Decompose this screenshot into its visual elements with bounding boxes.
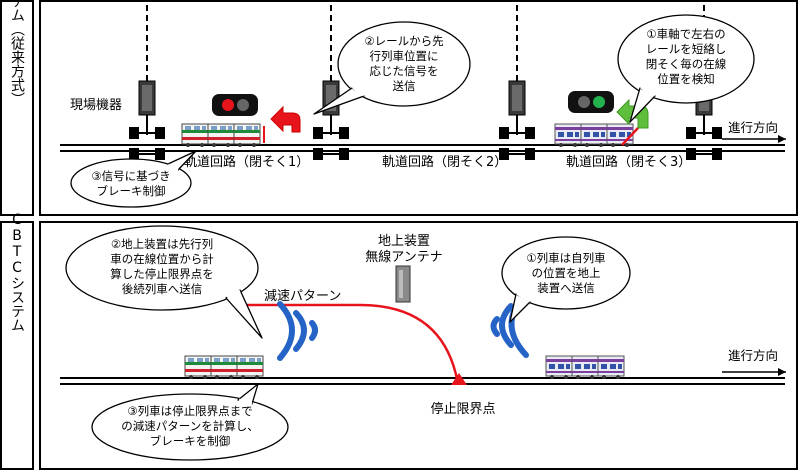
antenna-label: 無線アンテナ (365, 249, 442, 265)
cbtc-bubble-3-line-2: の減速パターンを計算し、 (121, 419, 258, 433)
signal-lamp-red (222, 99, 234, 111)
atc-bubble-3: ③信号に基づき ブレーキ制御 (70, 150, 197, 208)
cbtc-front-train (545, 355, 625, 380)
ground-device-label: 地上装置 (378, 234, 430, 249)
cbtc-bubble-2: ②地上装置は先行列 車の在線位置から計 算した停止限界点を 後続列車へ送信 (65, 225, 263, 339)
cbtc-bubble-1-line-2: の位置を地上 (532, 266, 601, 280)
cbtc-bubble-1: ①列車は自列車 の位置を地上 装置へ送信 (501, 236, 631, 323)
track-circuit-1: 軌道回路（閉そく1） (184, 154, 309, 170)
deceleration-pattern-curve (245, 303, 460, 385)
atc-bubble-1-line-1: ①車軸で左右の (646, 27, 725, 41)
atc-bubble-2-line-2: 行列車位置に (370, 49, 439, 63)
atc-bubble-1-line-4: 位置を検知 (657, 72, 715, 86)
atc-bubble-3-line-2: ブレーキ制御 (97, 184, 166, 198)
cbtc-bubble-3-line-1: ③列車は停止限界点まで (127, 404, 252, 418)
stop-point-label: 停止限界点 (430, 401, 495, 417)
red-signal-indicator (212, 94, 258, 116)
cbtc-rear-train (184, 355, 264, 380)
radio-waves-left-icon (277, 301, 318, 361)
cbtc-direction-label: 進行方向 (728, 348, 778, 363)
atc-bubble-2-line-1: ②レールから先 (364, 34, 443, 48)
track-circuit-3: 軌道回路（閉そく3） (566, 154, 691, 170)
atc-bubble-2: ②レールから先 行列車位置に 応じた信号を 送信 (313, 21, 471, 115)
atc-side-label: ATCシステム（従来方式） (9, 0, 25, 106)
atc-track (60, 144, 785, 152)
cbtc-bubble-3-line-3: ブレーキを制御 (150, 434, 231, 448)
cbtc-bubble-3: ③列車は停止限界点まで の減速パターンを計算し、 ブレーキを制御 (91, 383, 289, 461)
cbtc-bubble-2-line-3: 算した停止限界点を (110, 267, 214, 281)
atc-front-train (554, 123, 639, 148)
atc-bubble-3-line-1: ③信号に基づき (91, 169, 170, 183)
cbtc-side-label: CBTCシステム (9, 212, 25, 332)
green-signal-indicator (568, 91, 614, 113)
atc-bubble-2-line-4: 送信 (393, 79, 416, 93)
cbtc-side-label-box (0, 221, 34, 470)
atc-bubble-1-line-3: 閉そく毎の在線 (646, 57, 727, 71)
track-circuit-2: 軌道回路（閉そく2） (382, 154, 507, 170)
cbtc-bubble-1-line-1: ①列車は自列車 (526, 251, 605, 265)
deceleration-pattern-label: 減速パターン (264, 288, 341, 304)
cbtc-bubble-2-line-1: ②地上装置は先行列 (111, 237, 213, 251)
atc-direction-label: 進行方向 (728, 120, 778, 135)
cbtc-bubble-1-line-3: 装置へ送信 (537, 281, 595, 295)
cbtc-track (60, 377, 785, 385)
field-equipment-label: 現場機器 (70, 98, 122, 113)
atc-bubble-1: ①車軸で左右の レールを短絡し 閉そく毎の在線 位置を検知 (617, 14, 755, 123)
cbtc-bubble-2-line-4: 後続列車へ送信 (122, 282, 203, 296)
red-signal-arrow (270, 105, 301, 133)
atc-bubble-2-line-3: 応じた信号を (370, 64, 439, 78)
atc-side-label-box (0, 0, 34, 216)
atc-bubble-1-line-2: レールを短絡し (646, 42, 727, 56)
stop-point-marker (451, 373, 467, 385)
atc-rear-train (181, 123, 265, 148)
ground-antenna (395, 265, 411, 303)
cbtc-bubble-2-line-2: 車の在線位置から計 (110, 252, 214, 266)
